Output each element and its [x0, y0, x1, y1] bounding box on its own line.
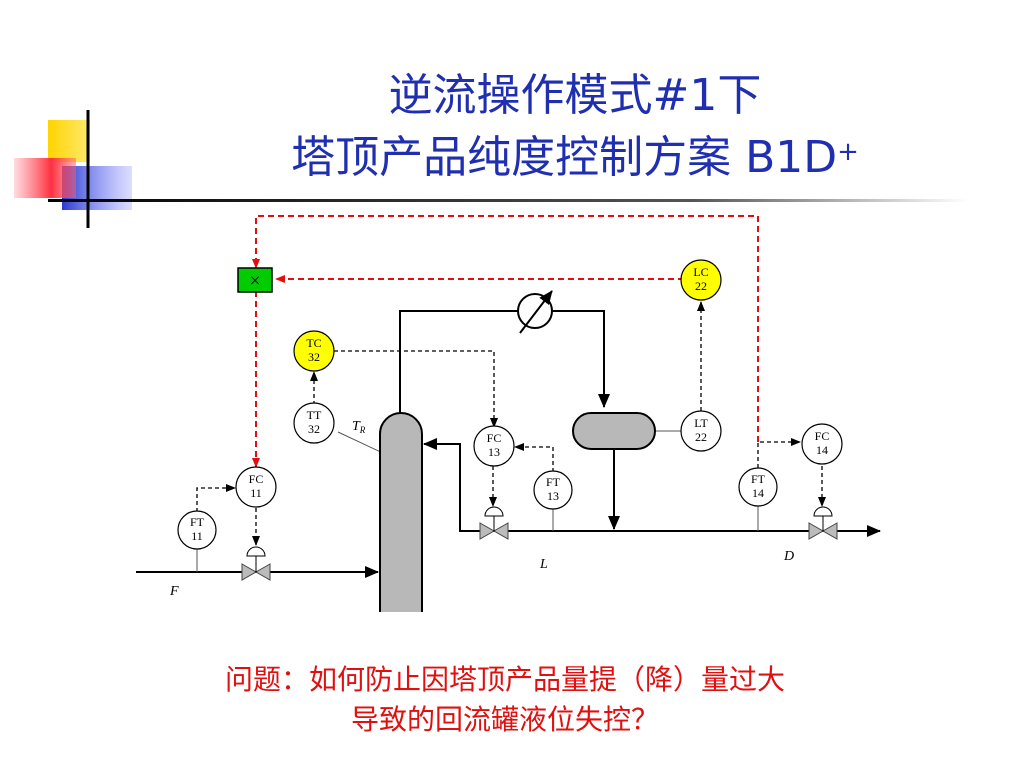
- instrument-fc14: FC 14: [801, 423, 843, 465]
- title-rule: [48, 199, 968, 202]
- svg-text:FT: FT: [751, 472, 766, 486]
- svg-text:22: 22: [695, 430, 707, 444]
- control-valve-feed: [241, 546, 271, 581]
- svg-text:14: 14: [816, 443, 828, 457]
- instrument-tc32: TC 32: [293, 330, 335, 372]
- svg-text:13: 13: [547, 489, 559, 503]
- multiplier-block: ×: [237, 267, 273, 293]
- svg-text:FT: FT: [190, 515, 205, 529]
- slide-title-line1: 逆流操作模式#1下: [388, 70, 762, 121]
- instrument-fc13: FC 13: [473, 425, 515, 467]
- condenser: [517, 290, 553, 334]
- distillation-column: [379, 412, 423, 612]
- instrument-fc11: FC 11: [235, 466, 277, 508]
- svg-text:FC: FC: [249, 472, 264, 486]
- svg-text:FT: FT: [546, 475, 561, 489]
- distillate-label: D: [783, 549, 794, 564]
- control-valve-distillate: [808, 506, 838, 540]
- svg-text:LC: LC: [693, 265, 708, 279]
- title-superscript: +: [837, 137, 859, 167]
- instrument-tt32: TT 32: [293, 402, 335, 444]
- svg-text:32: 32: [308, 350, 320, 364]
- svg-text:FC: FC: [815, 429, 830, 443]
- corner-logo: [14, 110, 132, 228]
- question-text: 问题：如何防止因塔顶产品量提（降）量过大 导致的回流罐液位失控？: [130, 660, 880, 740]
- red-signal-lines: [252, 215, 759, 468]
- logo-yellow-square: [48, 120, 90, 162]
- instrument-ft13: FT 13: [533, 470, 573, 510]
- svg-text:11: 11: [191, 529, 203, 543]
- logo-red-square: [14, 158, 76, 198]
- signal-ft11-to-fc11: [196, 484, 236, 512]
- title-line2-text: 塔顶产品纯度控制方案 B1D: [291, 132, 838, 183]
- signal-ft14-to-multiplier: [252, 215, 759, 442]
- temperature-label: TR: [352, 419, 366, 435]
- reflux-line: [423, 438, 614, 532]
- reflux-drum: [572, 412, 656, 450]
- svg-text:13: 13: [488, 445, 500, 459]
- instrument-lt22: LT 22: [680, 410, 722, 452]
- black-signal-lines: [196, 301, 826, 546]
- svg-text:11: 11: [250, 486, 262, 500]
- instrument-ft14: FT 14: [738, 467, 778, 507]
- svg-text:32: 32: [308, 422, 320, 436]
- signal-tc32-to-fc13: [334, 350, 498, 428]
- feed-label: F: [169, 584, 179, 599]
- slide-title-line2: 塔顶产品纯度控制方案 B1D+: [150, 130, 1000, 186]
- question-line1: 问题：如何防止因塔顶产品量提（降）量过大: [224, 663, 785, 696]
- overhead-vapor-line: [399, 310, 610, 414]
- reflux-label: L: [539, 557, 548, 572]
- question-line2: 导致的回流罐液位失控？: [350, 703, 659, 736]
- svg-text:LT: LT: [694, 416, 708, 430]
- svg-text:FC: FC: [487, 431, 502, 445]
- control-valve-reflux: [479, 506, 509, 540]
- instrument-ft11: FT 11: [177, 510, 217, 550]
- multiplier-symbol: ×: [249, 270, 260, 292]
- signal-ft13-to-fc13: [514, 443, 554, 472]
- svg-text:22: 22: [695, 279, 707, 293]
- signal-ft14-to-fc14: [757, 438, 801, 468]
- instrument-lc22: LC 22: [680, 259, 722, 301]
- instrument-taps: [196, 430, 759, 572]
- svg-text:14: 14: [752, 486, 764, 500]
- svg-text:TC: TC: [306, 336, 321, 350]
- svg-text:TT: TT: [307, 408, 322, 422]
